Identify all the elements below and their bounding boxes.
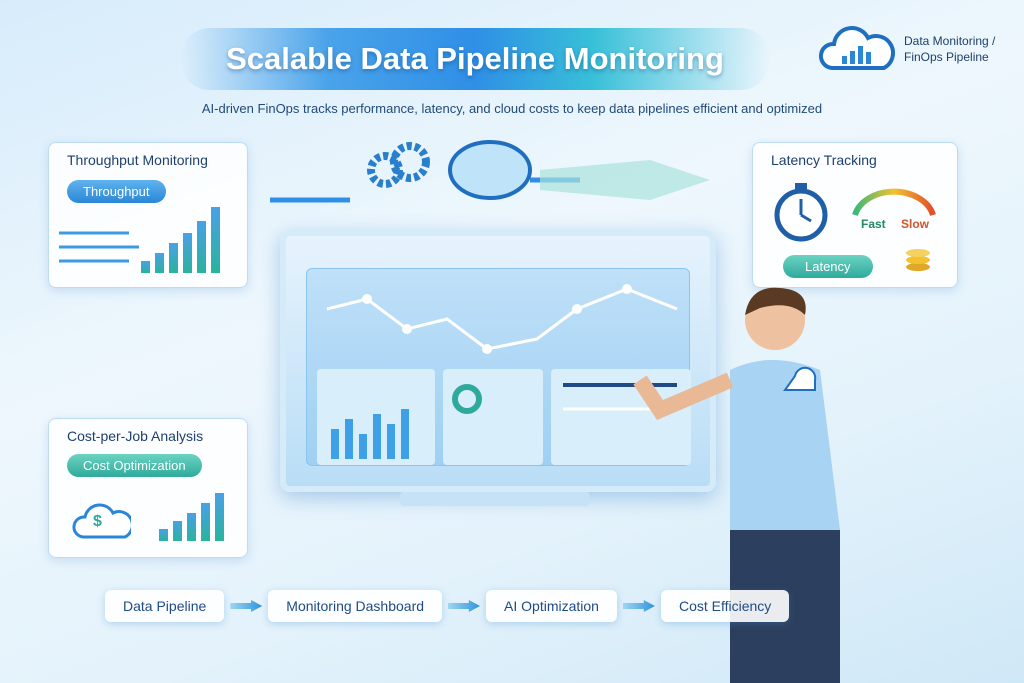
bar — [159, 529, 168, 541]
cloud-logo-icon — [783, 366, 817, 391]
gear-icon — [390, 142, 430, 182]
cloud-chart-icon — [819, 26, 895, 70]
dashboard-screen — [306, 268, 691, 466]
pipeline-flow: Data Pipeline Monitoring Dashboard AI Op… — [105, 590, 790, 622]
latency-pill: Latency — [783, 255, 873, 278]
logo-line2: FinOps Pipeline — [904, 50, 989, 64]
bar — [169, 243, 178, 273]
cost-pill: Cost Optimization — [67, 454, 202, 477]
flow-step-data-pipeline: Data Pipeline — [105, 590, 225, 622]
dashboard-monitor — [280, 230, 716, 492]
arrow-right-icon — [622, 600, 655, 612]
bar — [183, 233, 192, 273]
bar — [173, 521, 182, 541]
flow-arrows-icon — [59, 231, 139, 263]
arrow-right-icon — [230, 600, 263, 612]
bar — [187, 513, 196, 541]
throughput-title: Throughput Monitoring — [67, 152, 208, 168]
logo: Data Monitoring / FinOps Pipeline — [818, 26, 995, 72]
cost-panel: Cost-per-Job Analysis Cost Optimization … — [48, 418, 248, 558]
cost-title: Cost-per-Job Analysis — [67, 428, 204, 444]
donut-widget — [443, 369, 543, 465]
stopwatch-icon — [774, 183, 828, 242]
coins-icon — [906, 249, 930, 271]
throughput-bar-chart — [141, 203, 241, 273]
gear-icon — [367, 152, 403, 188]
slow-label: Slow — [901, 217, 930, 231]
bar — [215, 493, 224, 541]
flow-step-monitoring-dashboard: Monitoring Dashboard — [268, 590, 443, 622]
arrow-right-icon — [448, 600, 481, 612]
throughput-pill: Throughput — [67, 180, 166, 203]
bar — [197, 221, 206, 273]
throughput-panel: Throughput Monitoring Throughput — [48, 142, 248, 288]
fast-label: Fast — [861, 217, 886, 231]
title-banner: Scalable Data Pipeline Monitoring — [180, 28, 770, 90]
bar — [211, 207, 220, 273]
gauge-arc-icon — [852, 188, 936, 217]
latency-title: Latency Tracking — [771, 152, 877, 168]
bar — [201, 503, 210, 541]
latency-panel: Latency Tracking Fast Slow Latency — [752, 142, 958, 288]
subtitle: AI-driven FinOps tracks performance, lat… — [201, 101, 823, 116]
bar — [141, 261, 150, 273]
dollar-sign: $ — [93, 513, 102, 530]
flow-step-ai-optimization: AI Optimization — [486, 590, 617, 622]
cost-bar-chart — [159, 491, 239, 541]
bar — [155, 253, 164, 273]
ai-process-illustration — [270, 140, 710, 203]
brain-icon — [448, 140, 532, 200]
cloud-dollar-icon — [72, 503, 131, 539]
monitor-stand — [400, 492, 590, 506]
logo-line1: Data Monitoring / — [904, 34, 996, 48]
engineer-illustration — [633, 287, 840, 683]
flow-step-cost-efficiency: Cost Efficiency — [660, 590, 790, 622]
dashboard-graphics — [317, 284, 691, 465]
page-title: Scalable Data Pipeline Monitoring — [226, 41, 724, 76]
